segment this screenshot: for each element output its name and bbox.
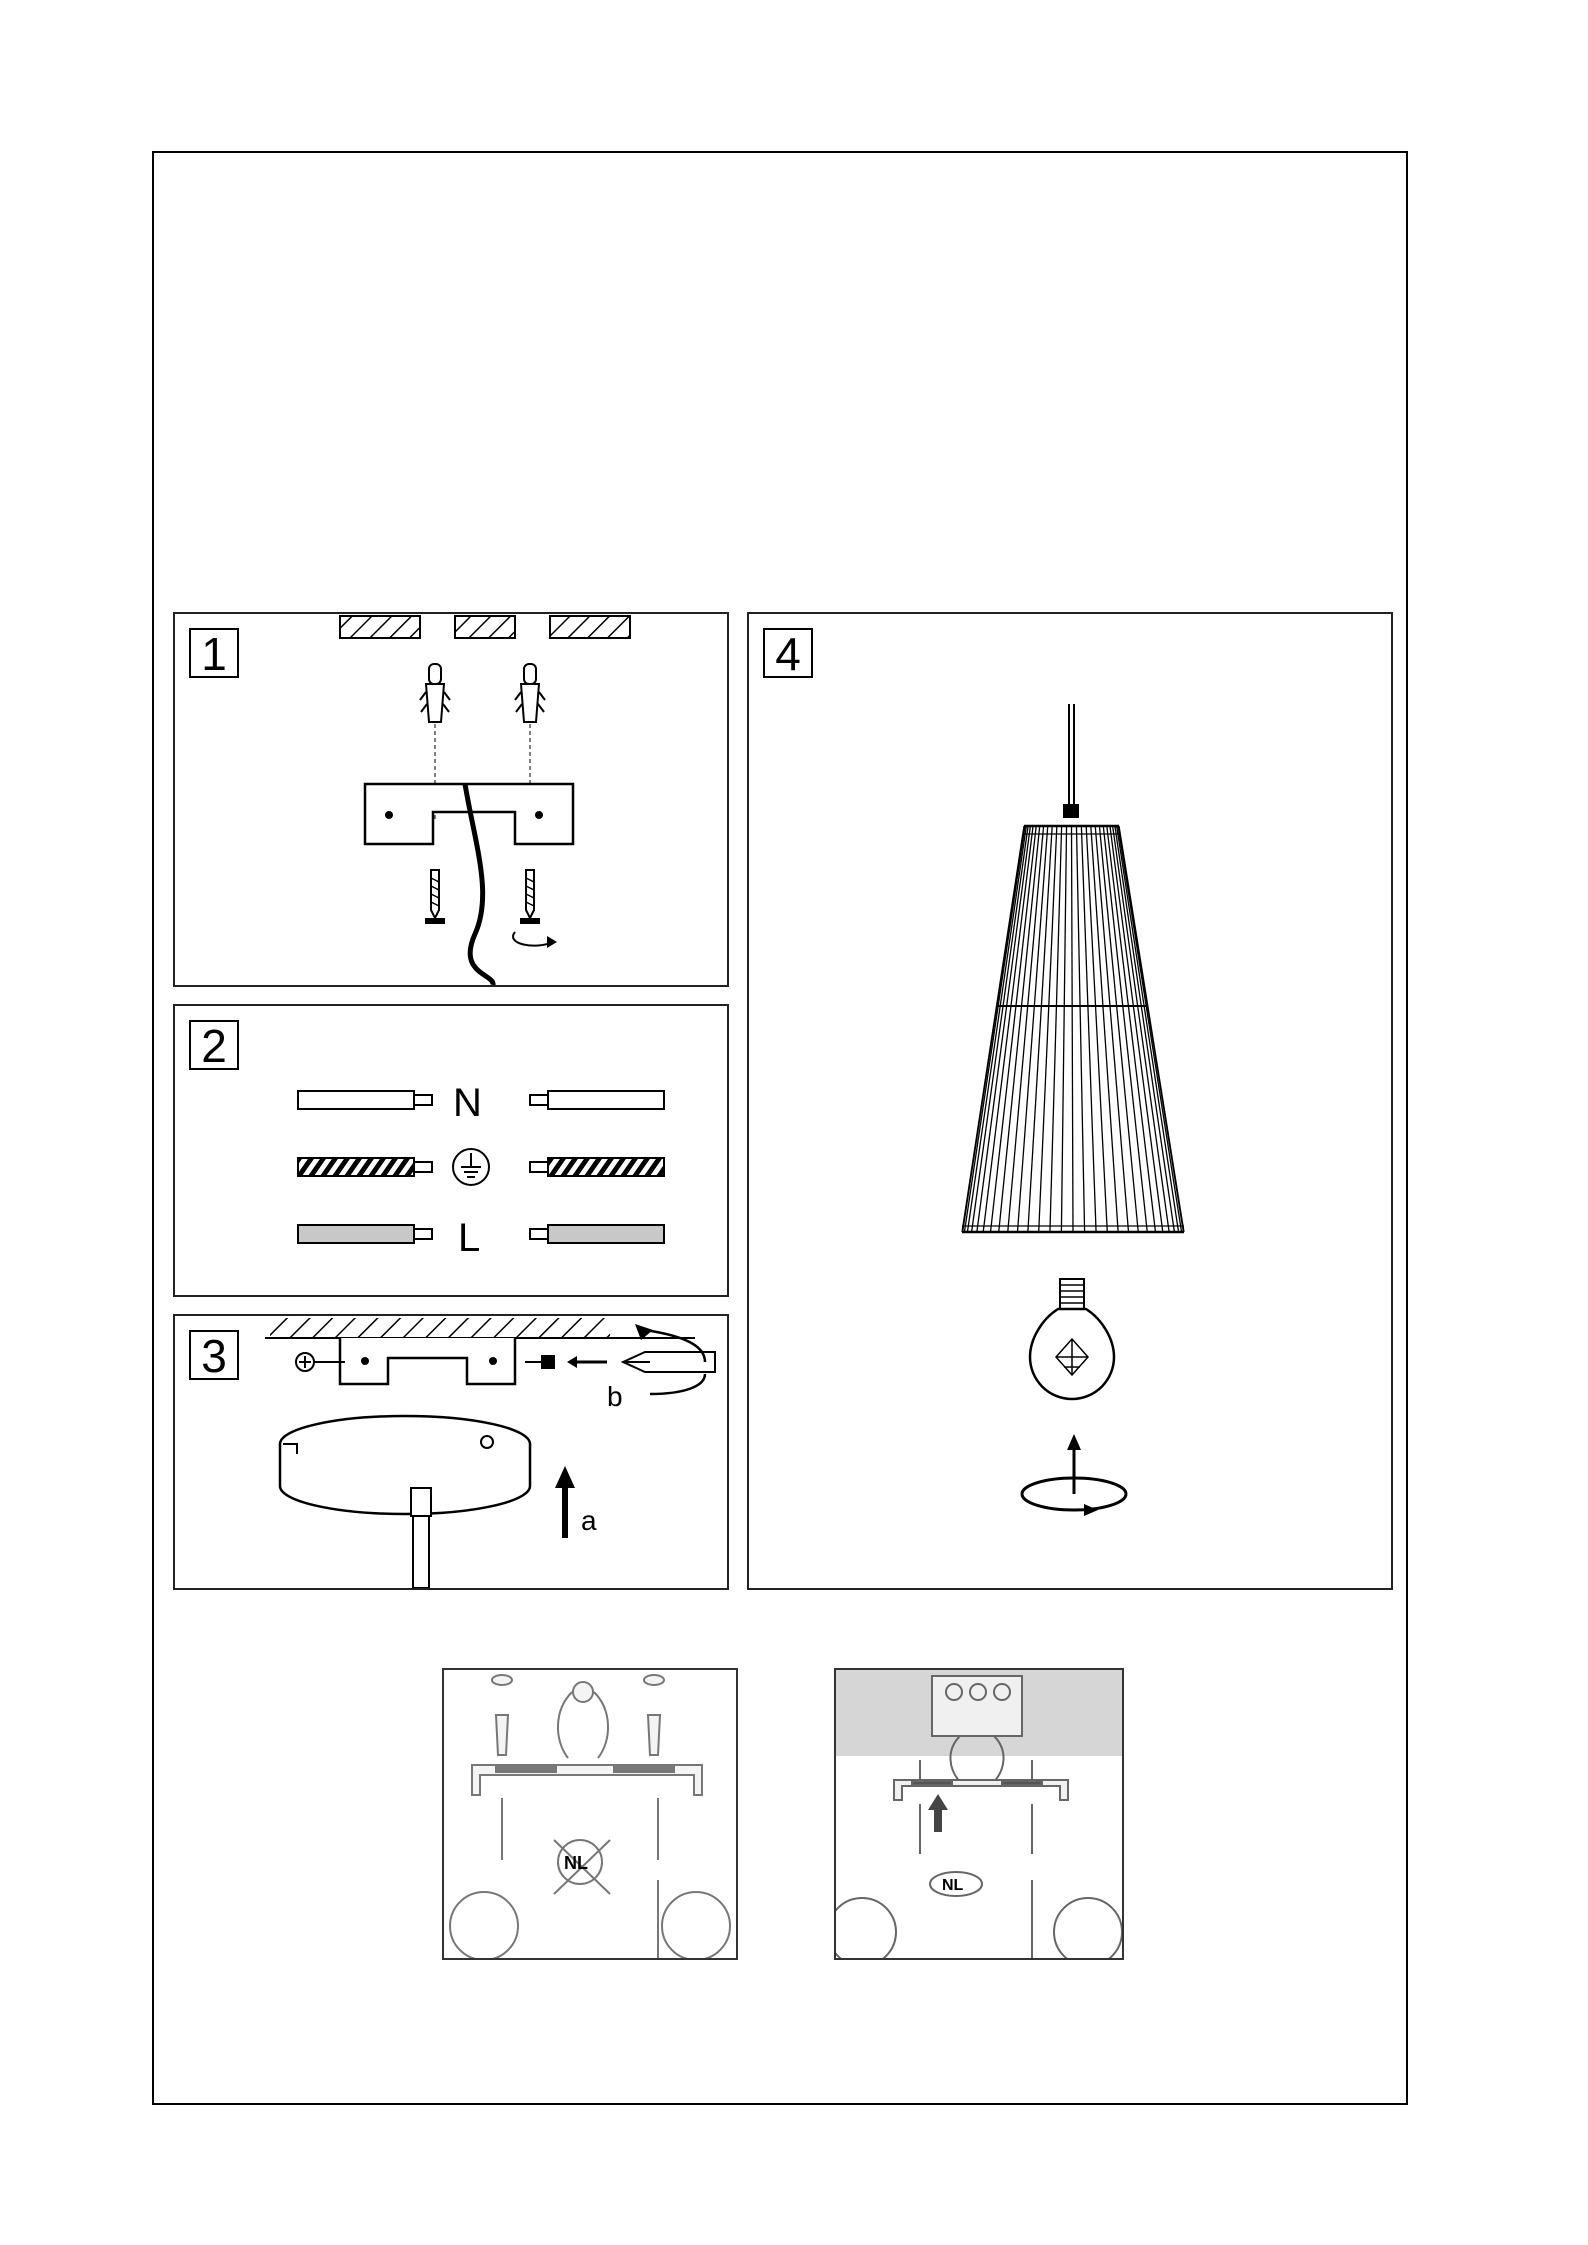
ceiling-canopy: [280, 1416, 530, 1588]
live-label: L: [458, 1216, 480, 1260]
ceiling-hatch: [270, 1318, 610, 1338]
arrow-a-label: a: [581, 1505, 597, 1536]
power-cable: [465, 784, 493, 985]
suspension-cable: [1063, 704, 1079, 818]
bracket-mounting-illustration: [175, 614, 727, 985]
step-4-panel: 4: [747, 612, 1393, 1590]
bulb-icon: [1030, 1279, 1114, 1399]
canopy-fixing-illustration: b a: [175, 1316, 727, 1588]
wiring-diagram: N L: [175, 1006, 727, 1295]
nl-badge: NL: [564, 1853, 588, 1873]
live-wire-pair: [298, 1225, 664, 1243]
wire-lampshade: [962, 826, 1184, 1232]
step-3-panel: 3: [173, 1314, 729, 1590]
thumbnail-bracket-alt-1: NL: [442, 1668, 738, 1960]
junction-box-thumbnail: NL: [836, 1670, 1122, 1958]
step-1-panel: 1: [173, 612, 729, 987]
screw-icon: [520, 870, 540, 924]
screw-icon: [296, 1353, 345, 1371]
screwdriver-icon: [623, 1324, 715, 1394]
thumbnail-bracket-alt-2: NL: [834, 1668, 1124, 1960]
earth-symbol-icon: [453, 1149, 489, 1185]
rotate-arrow-icon: [1022, 1434, 1126, 1516]
screw-icon: [525, 1355, 555, 1369]
bracket-fixing-thumbnail: NL: [444, 1670, 736, 1958]
ceiling-hatch: [340, 616, 630, 638]
nl-badge: NL: [942, 1877, 964, 1894]
arrow-b-label: b: [607, 1381, 623, 1412]
screw-icon: [425, 870, 445, 924]
pendant-lamp-illustration: [749, 614, 1391, 1588]
neutral-label: N: [453, 1081, 482, 1125]
step-2-panel: 2 N: [173, 1004, 729, 1297]
